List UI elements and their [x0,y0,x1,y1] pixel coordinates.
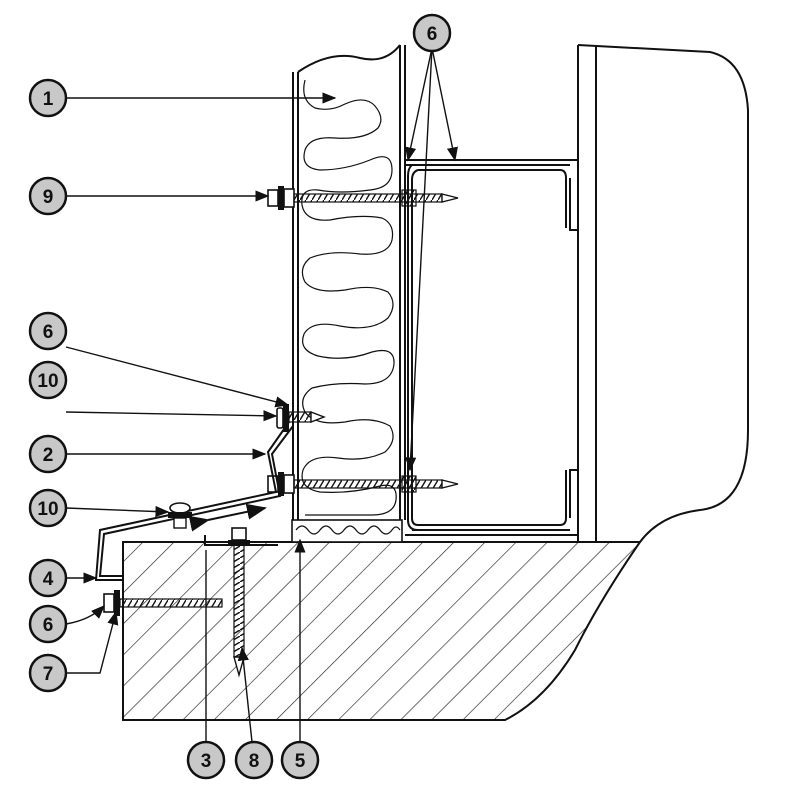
callout-7-label: 9 [43,187,54,208]
insulated-panel [292,44,406,520]
insulation-fill [301,79,397,516]
callout-9: 10 [28,488,68,528]
fastener-lower [267,472,459,496]
callout-5-label: 5 [295,751,306,772]
sliding-clip [204,535,278,546]
callout-8: 10 [28,360,68,400]
callout-3: 3 [186,740,226,780]
movement-arrow [188,503,267,532]
callout-3-label: 3 [201,751,212,772]
callout-8-label: 10 [37,371,58,392]
callout-9-label: 10 [37,499,58,520]
callout-6-bottom-label: 7 [43,664,54,685]
callout-2: 2 [28,434,68,474]
fastener-upper [267,186,459,210]
building-outline [577,44,749,543]
concrete-slab [122,541,642,721]
callout-4-label: 4 [43,569,54,590]
callout-1-label: 1 [43,89,54,110]
callout-6-left-label: 6 [43,322,54,343]
callout-4: 4 [28,558,68,598]
callout-6-bottom: 7 [28,653,68,693]
flashing-clip-screw [168,502,192,529]
callout-10-left-label: 6 [43,615,54,636]
callout-10-left: 6 [28,604,68,644]
leader-lines [65,47,458,743]
callout-5: 5 [280,740,320,780]
callout-2-label: 2 [43,445,54,466]
callout-1: 1 [28,78,68,118]
callout-6-top: 6 [412,13,452,53]
steel-c-channel [405,159,579,536]
stitch-fastener [276,404,326,432]
callout-10-bottom: 8 [234,740,274,780]
callout-10-bottom-label: 8 [249,751,260,772]
callout-6-left: 6 [28,311,68,351]
callout-6-top-label: 6 [427,24,438,45]
callout-7: 9 [28,176,68,216]
